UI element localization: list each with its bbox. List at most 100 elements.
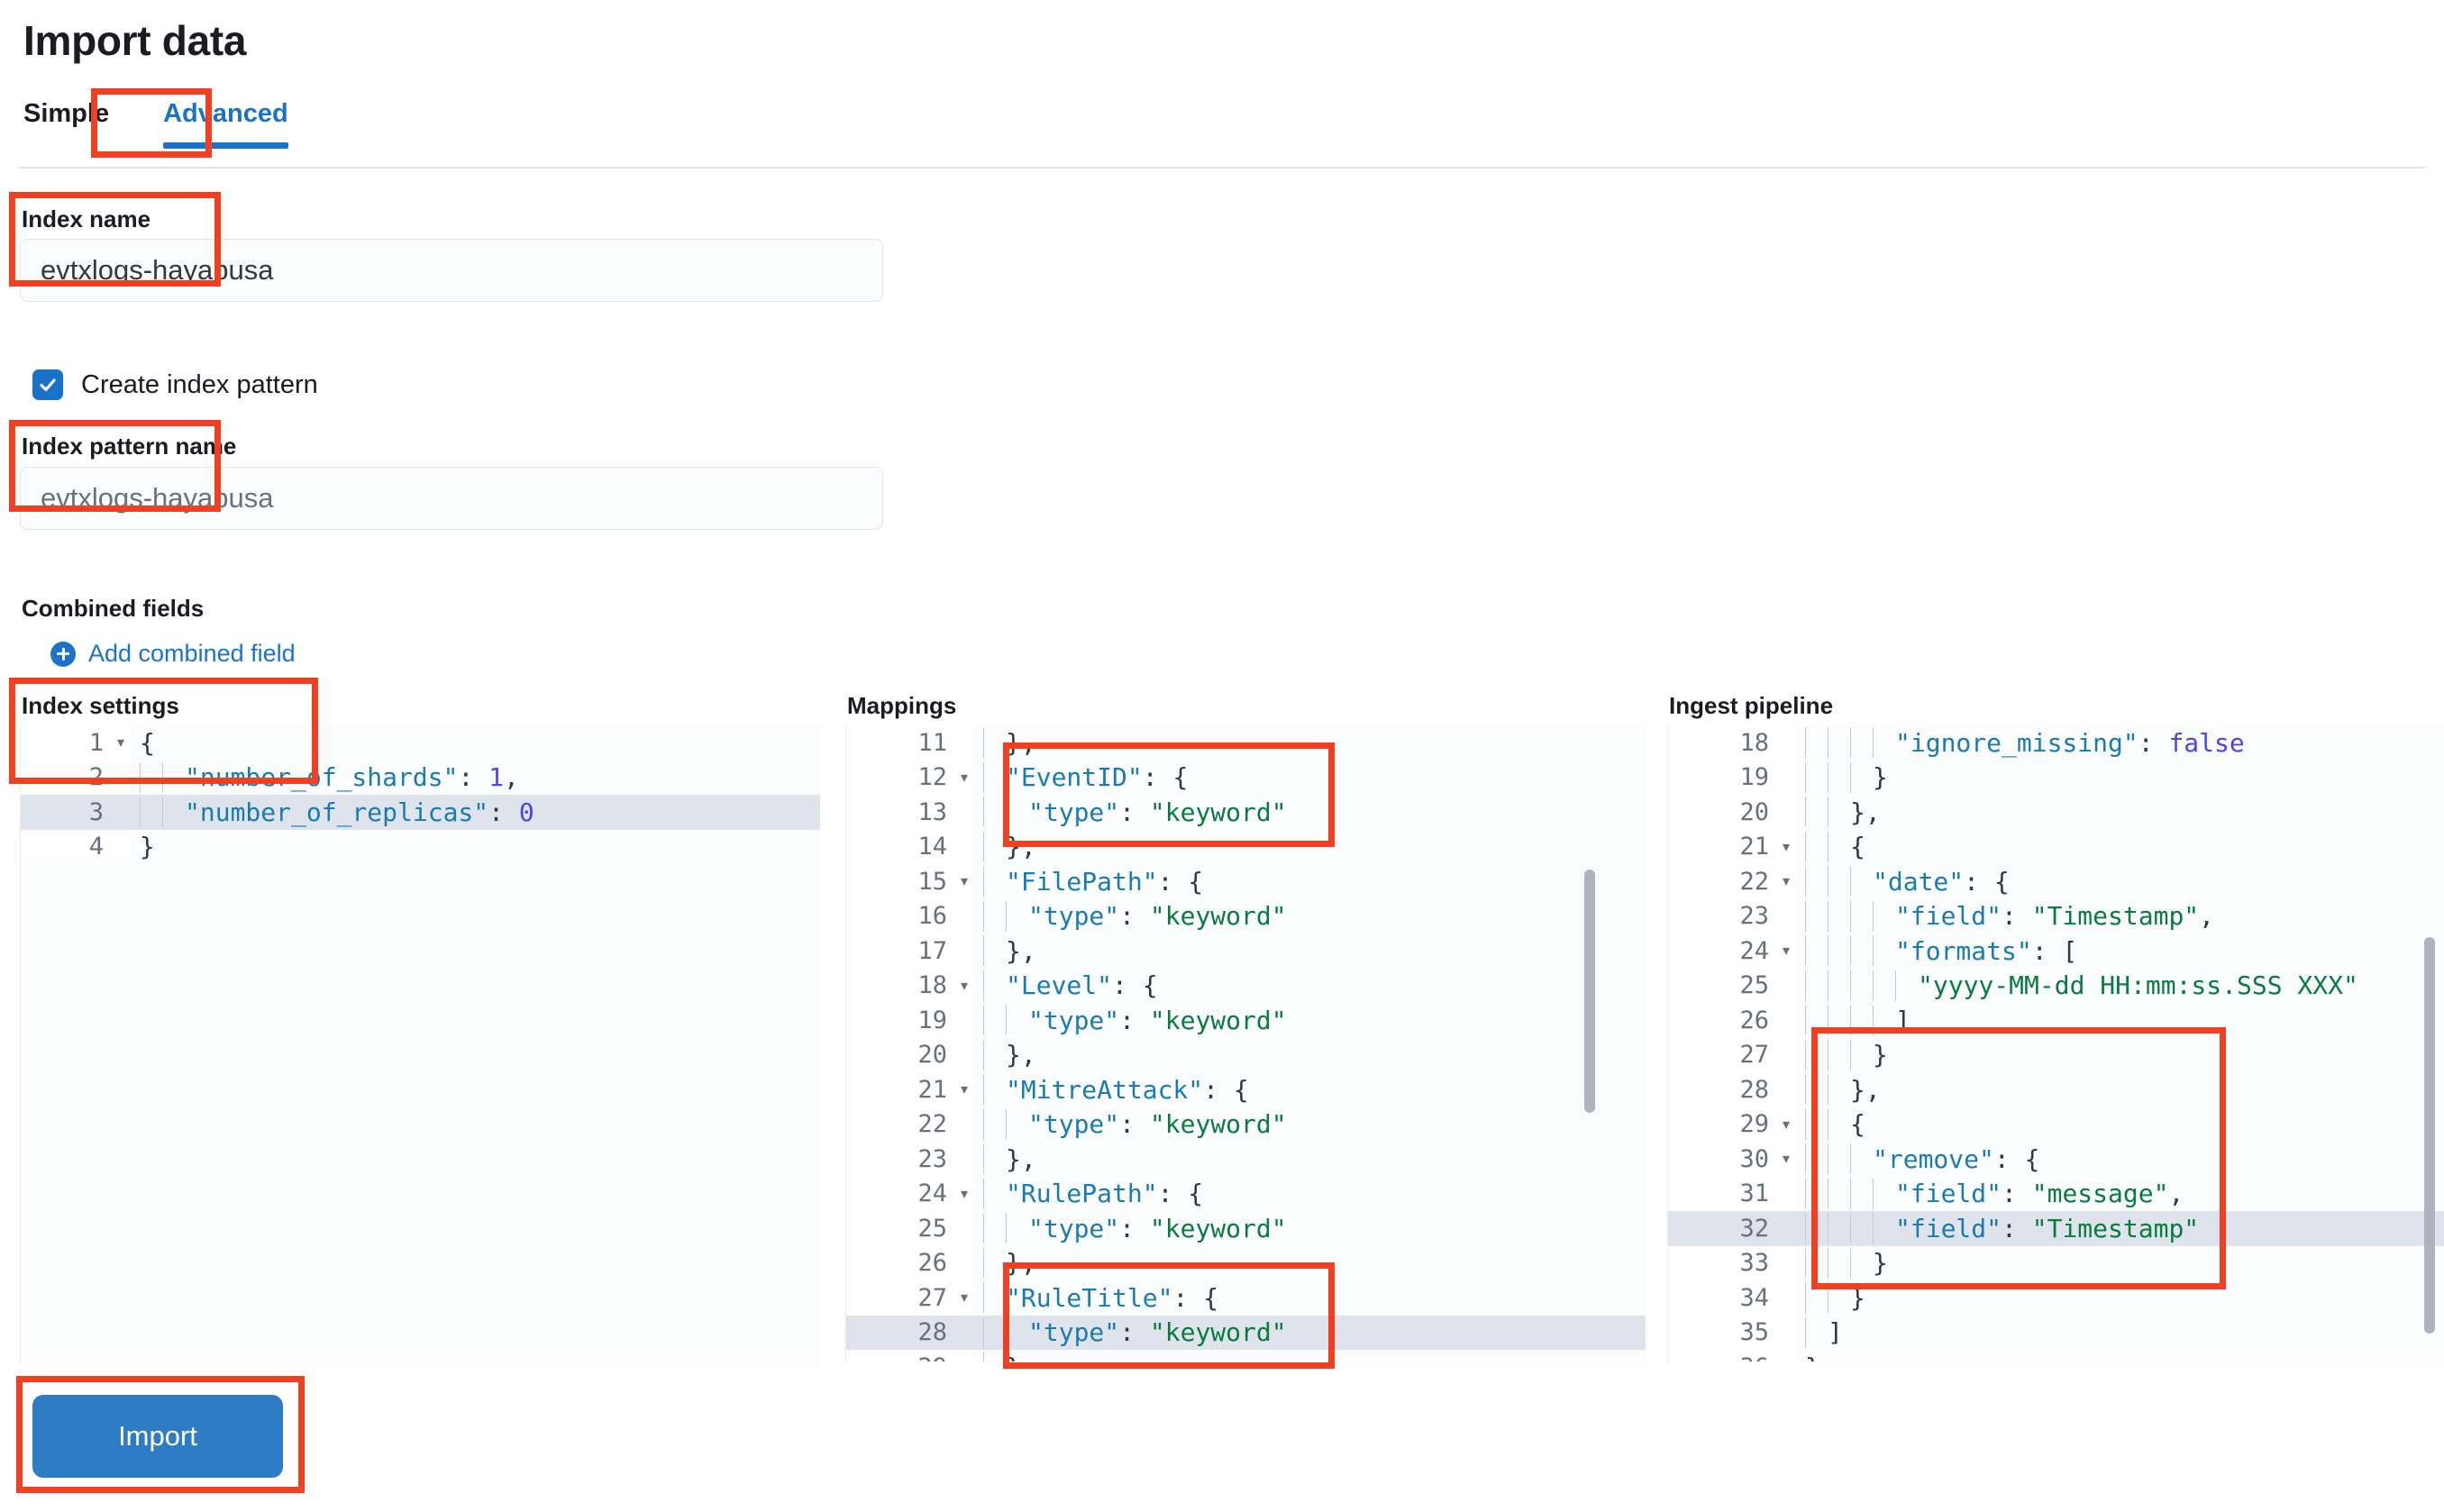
line-number: 14 xyxy=(846,829,954,864)
fold-triangle-icon[interactable]: ▾ xyxy=(1776,934,1796,969)
mappings-editor[interactable]: 11},12▾"EventID": {13"type": "keyword"14… xyxy=(845,725,1646,1362)
fold-triangle-icon[interactable]: ▾ xyxy=(954,864,974,899)
ingest-pipeline-scrollbar[interactable] xyxy=(2424,937,2435,1334)
code-text: }, xyxy=(974,725,1646,761)
create-index-pattern-row[interactable]: Create index pattern xyxy=(32,369,318,400)
line-number: 22 xyxy=(1668,864,1776,899)
code-line[interactable]: 28"type": "keyword" xyxy=(846,1315,1646,1350)
fold-triangle-icon[interactable]: ▾ xyxy=(954,760,974,795)
code-line[interactable]: 34} xyxy=(1668,1280,2444,1316)
code-line[interactable]: 2"number_of_shards": 1, xyxy=(21,760,820,795)
import-button[interactable]: Import xyxy=(32,1395,283,1478)
code-line[interactable]: 20}, xyxy=(1668,795,2444,830)
fold-triangle-icon[interactable]: ▾ xyxy=(1776,864,1796,899)
code-line[interactable]: 31"field": "message", xyxy=(1668,1176,2444,1212)
fold-triangle-icon[interactable]: ▾ xyxy=(1776,1107,1796,1142)
code-line[interactable]: 24▾"formats": [ xyxy=(1668,934,2444,969)
code-text: ] xyxy=(1796,1003,2444,1038)
fold-spacer xyxy=(1776,898,1796,934)
add-combined-field-link[interactable]: Add combined field xyxy=(50,640,296,668)
code-text: }, xyxy=(974,934,1646,969)
mappings-label: Mappings xyxy=(847,692,957,719)
fold-triangle-icon[interactable]: ▾ xyxy=(954,1072,974,1107)
code-line[interactable]: 19"type": "keyword" xyxy=(846,1003,1646,1038)
fold-triangle-icon[interactable]: ▾ xyxy=(954,1280,974,1316)
line-number: 25 xyxy=(846,1211,954,1246)
code-line[interactable]: 26] xyxy=(1668,1003,2444,1038)
code-line[interactable]: 19} xyxy=(1668,760,2444,795)
code-line[interactable]: 27} xyxy=(1668,1037,2444,1072)
line-number: 18 xyxy=(846,968,954,1003)
code-line[interactable]: 18"ignore_missing": false xyxy=(1668,725,2444,761)
code-line[interactable]: 24▾"RulePath": { xyxy=(846,1176,1646,1211)
code-line[interactable]: 21▾{ xyxy=(1668,829,2444,864)
line-number: 20 xyxy=(1668,795,1776,830)
code-line[interactable]: 32"field": "Timestamp" xyxy=(1668,1211,2444,1246)
fold-spacer xyxy=(1776,760,1796,795)
index-pattern-name-input[interactable]: evtxlogs-hayabusa xyxy=(20,467,883,530)
code-line[interactable]: 20}, xyxy=(846,1037,1646,1072)
line-number: 26 xyxy=(846,1245,954,1280)
line-number: 25 xyxy=(1668,968,1776,1003)
fold-triangle-icon[interactable]: ▾ xyxy=(954,1176,974,1211)
code-text: "field": "message", xyxy=(1796,1177,2444,1212)
code-line[interactable]: 28}, xyxy=(1668,1072,2444,1107)
code-line[interactable]: 17}, xyxy=(846,934,1646,969)
index-name-input[interactable]: evtxlogs-hayabusa xyxy=(20,239,883,302)
code-line[interactable]: 35] xyxy=(1668,1315,2444,1350)
code-line[interactable]: 1▾{ xyxy=(21,725,820,761)
code-text: }, xyxy=(974,830,1646,865)
code-line[interactable]: 3"number_of_replicas": 0 xyxy=(21,795,820,830)
tab-simple[interactable]: Simple xyxy=(23,99,110,128)
code-text: "number_of_replicas": 0 xyxy=(131,795,820,830)
code-line[interactable]: 36} xyxy=(1668,1350,2444,1362)
line-number: 36 xyxy=(1668,1350,1776,1362)
code-line[interactable]: 14}, xyxy=(846,829,1646,865)
code-line[interactable]: 27▾"RuleTitle": { xyxy=(846,1280,1646,1316)
code-line[interactable]: 29▾{ xyxy=(1668,1107,2444,1142)
code-line[interactable]: 16"type": "keyword" xyxy=(846,898,1646,934)
code-line[interactable]: 25"yyyy-MM-dd HH:mm:ss.SSS XXX" xyxy=(1668,968,2444,1003)
fold-spacer xyxy=(954,1315,974,1350)
line-number: 34 xyxy=(1668,1280,1776,1316)
fold-triangle-icon[interactable]: ▾ xyxy=(1776,1142,1796,1177)
tab-bar: Simple Advanced xyxy=(23,99,317,149)
code-text: "type": "keyword" xyxy=(974,1107,1646,1143)
checkbox-checked-icon[interactable] xyxy=(32,369,63,400)
fold-triangle-icon[interactable]: ▾ xyxy=(954,968,974,1003)
code-line[interactable]: 22▾"date": { xyxy=(1668,864,2444,899)
code-line[interactable]: 21▾"MitreAttack": { xyxy=(846,1072,1646,1107)
code-line[interactable]: 12▾"EventID": { xyxy=(846,760,1646,795)
code-text: { xyxy=(140,727,155,758)
line-number: 32 xyxy=(1668,1211,1776,1246)
fold-spacer xyxy=(954,1003,974,1038)
code-line[interactable]: 33} xyxy=(1668,1245,2444,1280)
code-line[interactable]: 30▾"remove": { xyxy=(1668,1142,2444,1177)
code-line[interactable]: 13"type": "keyword" xyxy=(846,795,1646,830)
code-text: "type": "keyword" xyxy=(974,795,1646,830)
code-line[interactable]: 22"type": "keyword" xyxy=(846,1107,1646,1143)
code-line[interactable]: 25"type": "keyword" xyxy=(846,1211,1646,1246)
line-number: 29 xyxy=(846,1350,954,1362)
code-line[interactable]: 29}, xyxy=(846,1350,1646,1362)
code-line[interactable]: 11}, xyxy=(846,725,1646,761)
fold-spacer xyxy=(111,829,131,864)
mappings-scrollbar[interactable] xyxy=(1584,870,1595,1113)
fold-spacer xyxy=(954,898,974,934)
fold-triangle-icon[interactable]: ▾ xyxy=(111,725,131,761)
code-line[interactable]: 4} xyxy=(21,829,820,864)
line-number: 19 xyxy=(1668,760,1776,795)
code-line[interactable]: 26}, xyxy=(846,1245,1646,1280)
tab-advanced[interactable]: Advanced xyxy=(134,99,317,149)
code-line[interactable]: 23}, xyxy=(846,1142,1646,1177)
line-number: 21 xyxy=(846,1072,954,1107)
code-line[interactable]: 23"field": "Timestamp", xyxy=(1668,898,2444,934)
line-number: 24 xyxy=(1668,934,1776,969)
plus-circle-icon xyxy=(50,641,76,667)
fold-triangle-icon[interactable]: ▾ xyxy=(1776,829,1796,864)
code-line[interactable]: 15▾"FilePath": { xyxy=(846,864,1646,899)
fold-spacer xyxy=(1776,1211,1796,1246)
index-settings-editor[interactable]: 1▾{2"number_of_shards": 1,3"number_of_re… xyxy=(20,725,820,1365)
code-line[interactable]: 18▾"Level": { xyxy=(846,968,1646,1003)
